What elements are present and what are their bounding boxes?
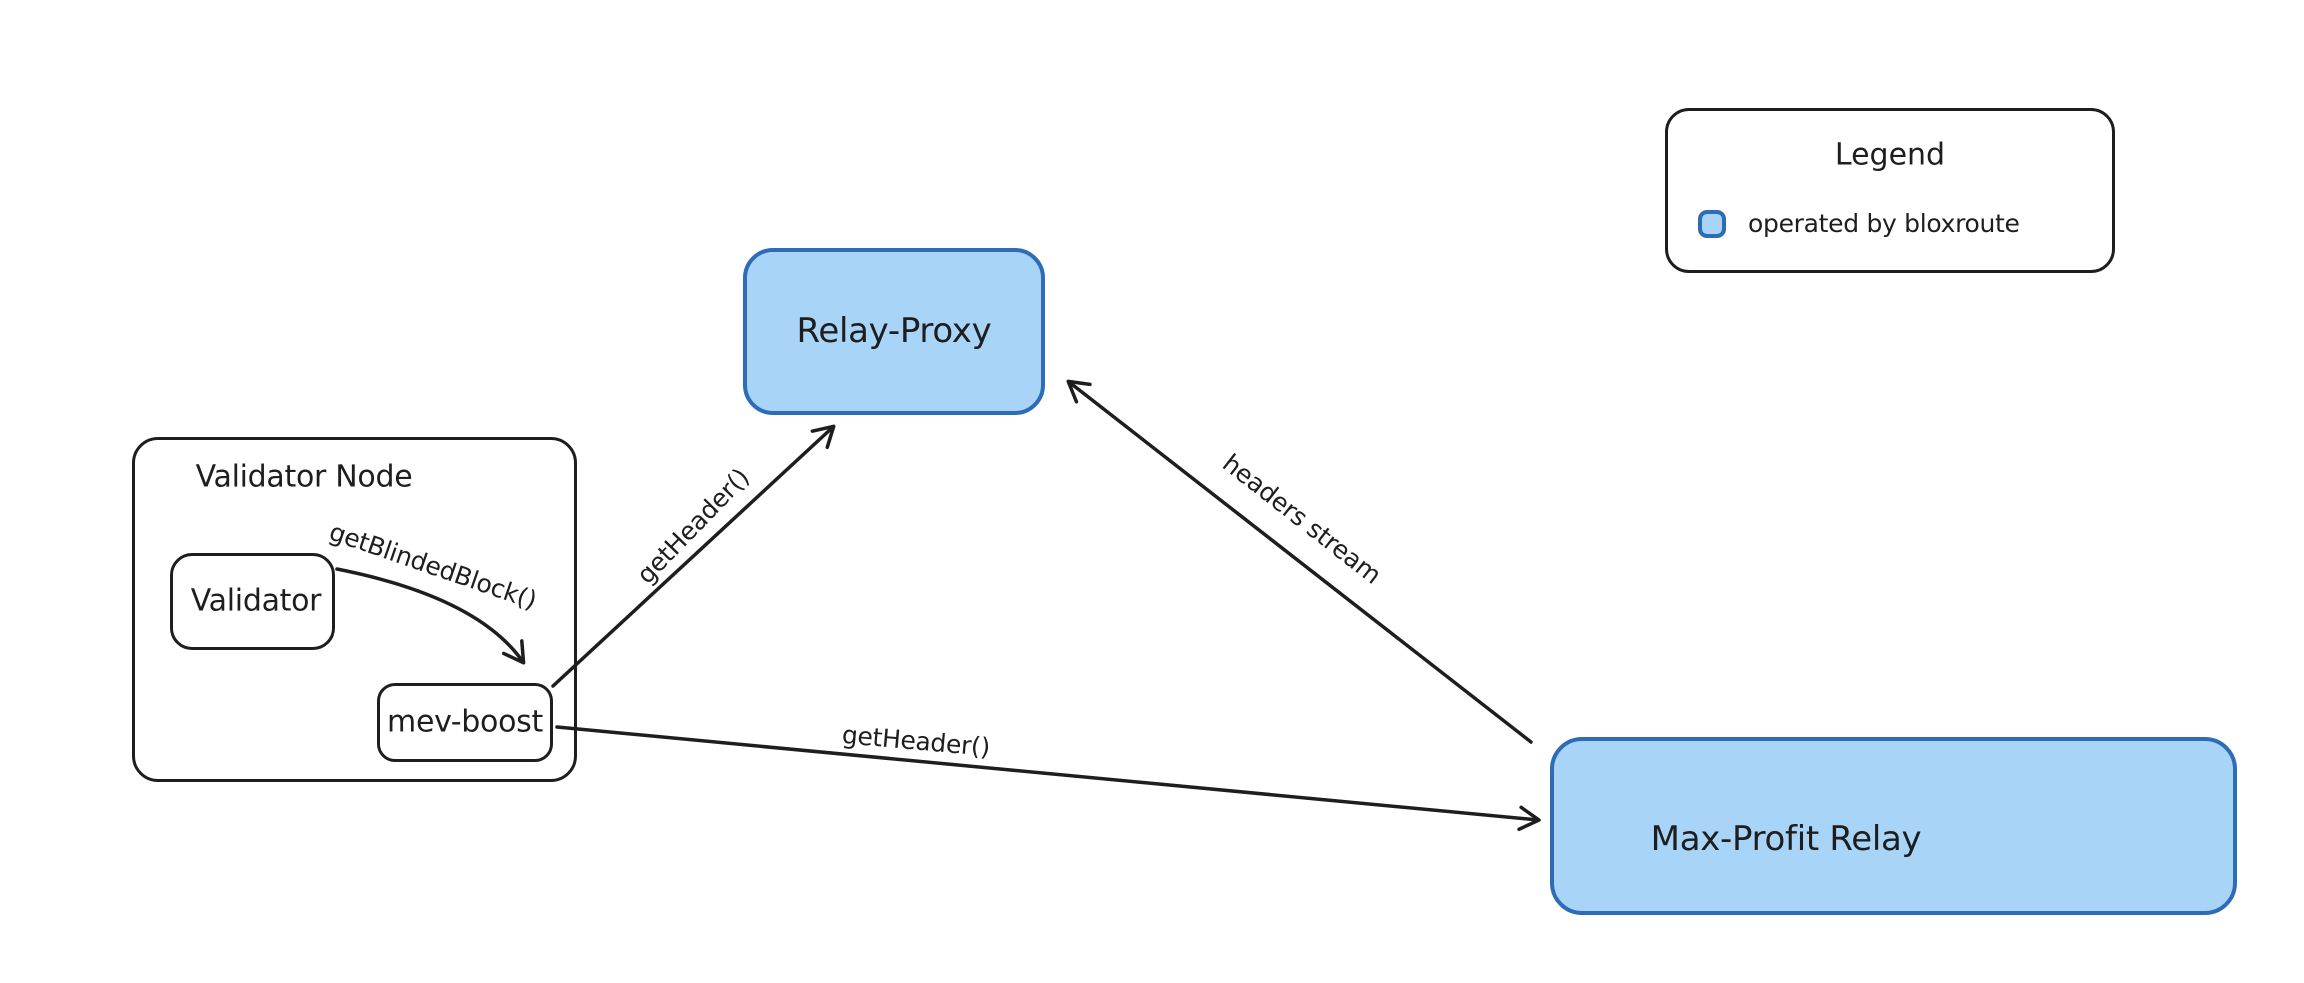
max-profit-relay-label: Max-Profit Relay	[1650, 819, 1922, 859]
validator-label: Validator	[190, 583, 322, 619]
relay-proxy-label: Relay-Proxy	[796, 311, 992, 351]
legend-item-label: operated by bloxroute	[1748, 209, 2020, 238]
arrow-getheader-relay-proxy	[551, 424, 836, 688]
edge-label-getheader-maxprofit: getHeader()	[840, 720, 992, 762]
mev-boost-node	[377, 683, 553, 762]
mev-boost-label: mev-boost	[387, 704, 543, 740]
arrow-headers-stream	[1066, 379, 1533, 744]
relay-proxy-node	[743, 248, 1045, 415]
operated-by-bloxroute-swatch	[1698, 209, 1726, 238]
validator-node-title: Validator Node	[195, 459, 413, 495]
legend-item: operated by bloxroute	[1698, 209, 2020, 238]
legend-box: Legend operated by bloxroute	[1665, 108, 2115, 273]
edge-label-headers-stream: headers stream	[1217, 448, 1387, 590]
validator-node	[170, 553, 335, 650]
edge-label-getheader-proxy: getHeader()	[631, 462, 755, 590]
legend-title: Legend	[1834, 137, 1946, 173]
max-profit-relay-node	[1550, 737, 2237, 915]
arrow-getheader-max-profit	[555, 725, 1541, 832]
